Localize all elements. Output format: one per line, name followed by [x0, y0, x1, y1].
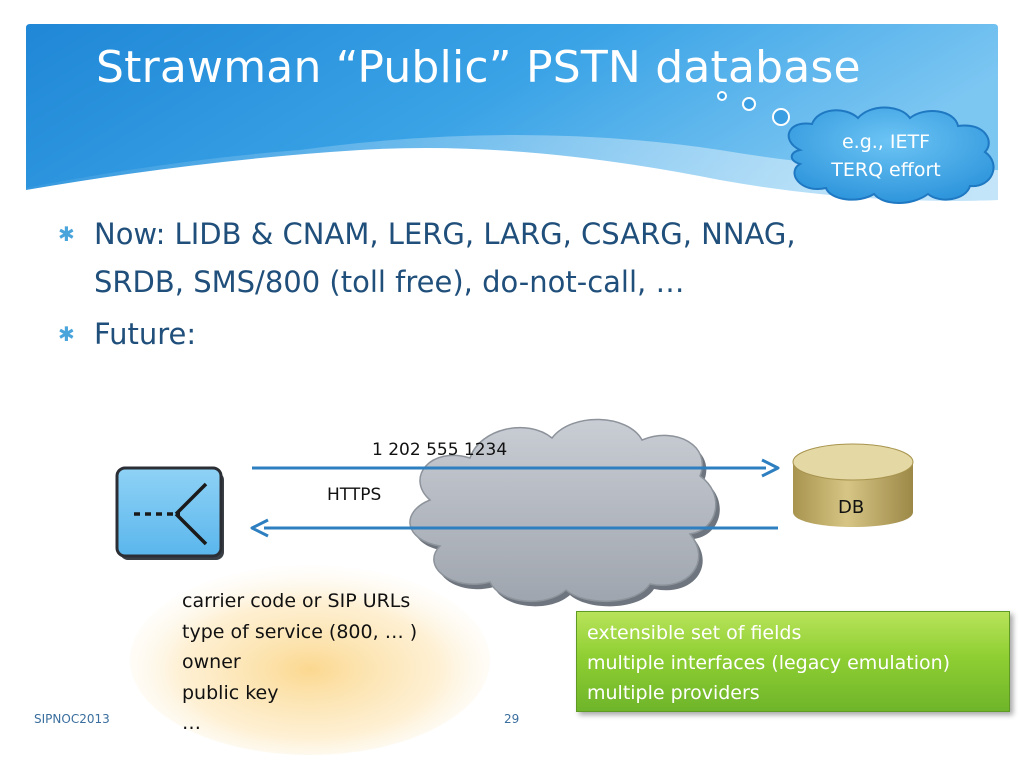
feature-item: extensible set of fields [587, 622, 802, 644]
response-arrow [250, 518, 778, 538]
feature-item: multiple interfaces (legacy emulation) [587, 652, 951, 674]
slide-title: Strawman “Public” PSTN database [96, 42, 861, 93]
callout-line-1: e.g., IETF [841, 131, 931, 153]
database-icon [792, 443, 914, 527]
protocol-label: HTTPS [327, 485, 382, 505]
thought-bubbles [717, 91, 790, 126]
phone-number-label: 1 202 555 1234 [372, 440, 508, 460]
bullet-item: ✱ Future: [58, 310, 958, 358]
footer-conference: SIPNOC2013 [34, 712, 110, 726]
title-banner [26, 24, 998, 201]
phone-switch-icon [115, 466, 224, 560]
bullet-text-line-1: Future: [94, 317, 197, 351]
request-arrow [252, 458, 780, 478]
features-box: extensible set of fields multiple interf… [576, 611, 1010, 712]
network-cloud [409, 418, 720, 607]
fields-glow [130, 565, 490, 755]
asterisk-bullet-icon: ✱ [58, 322, 75, 346]
field-item: owner [182, 651, 241, 673]
bullet-list: ✱ Now: LIDB & CNAM, LERG, LARG, CSARG, N… [58, 210, 958, 362]
callout-text: e.g., IETF TERQ effort [806, 128, 966, 184]
db-label: DB [838, 497, 865, 518]
bullet-item: ✱ Now: LIDB & CNAM, LERG, LARG, CSARG, N… [58, 210, 958, 306]
callout-cloud [787, 106, 995, 204]
field-item: public key [182, 681, 279, 704]
bullet-text-line-2: SRDB, SMS/800 (toll free), do-not-call, … [94, 265, 685, 299]
field-item: … [182, 712, 201, 734]
bullet-text-line-1: Now: LIDB & CNAM, LERG, LARG, CSARG, NNA… [94, 217, 796, 251]
page-number: 29 [504, 712, 520, 726]
callout-line-2: TERQ effort [831, 159, 941, 181]
field-item: carrier code or SIP URLs [182, 590, 411, 612]
asterisk-bullet-icon: ✱ [58, 222, 75, 246]
fields-list: carrier code or SIP URLs type of service… [182, 586, 417, 739]
feature-item: multiple providers [587, 682, 760, 704]
field-item: type of service (800, … ) [182, 620, 418, 643]
